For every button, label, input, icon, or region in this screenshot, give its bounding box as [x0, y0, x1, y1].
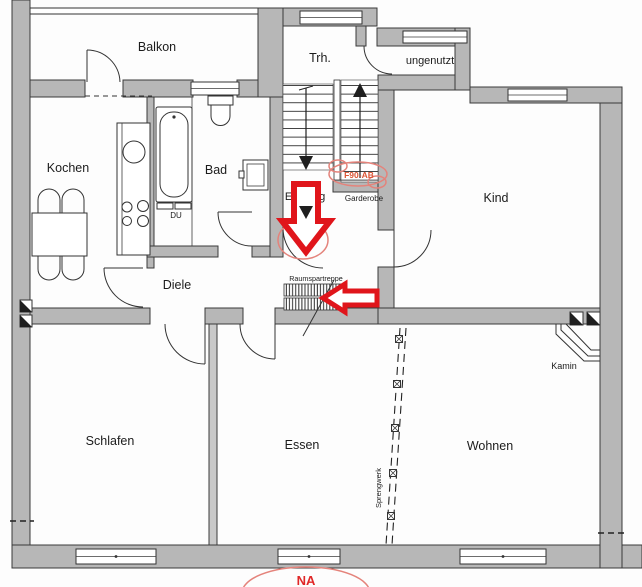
door-ungenutzt: [363, 45, 393, 75]
label-kind: Kind: [483, 191, 508, 205]
windows: [75, 10, 568, 565]
wall-left: [11, 0, 31, 569]
sprengwerk-line: [385, 327, 407, 546]
kitchen-counter: [116, 122, 151, 256]
label-schlafen: Schlafen: [86, 434, 135, 448]
label-kamin: Kamin: [551, 361, 577, 371]
stair-arrow-annotation: [318, 279, 380, 317]
window-wohnen: [459, 548, 547, 565]
stair-arrow-up: [353, 83, 367, 97]
fixtures: [10, 95, 624, 546]
chimney-kamin: [555, 311, 601, 362]
label-dusche: DU: [170, 211, 182, 220]
door-essen: [239, 323, 276, 360]
label-ungenutzt: ungenutzt: [406, 55, 454, 67]
label-essen: Essen: [285, 438, 320, 452]
window-kind: [507, 88, 568, 102]
shower: [156, 97, 193, 246]
kitchen-table: [31, 188, 88, 281]
label-kochen: Kochen: [47, 161, 89, 175]
stairwell-stairs: [282, 79, 379, 219]
balcony-railing: [29, 7, 259, 15]
washbasin: [238, 159, 269, 191]
label-wohnen: Wohnen: [467, 439, 513, 453]
label-sprengwerk: Sprengwerk: [374, 468, 383, 508]
bottom-note-text: NA: [297, 573, 316, 587]
label-garderobe: Garderobe: [345, 194, 384, 203]
red-annotations: F90-AB NA: [242, 159, 388, 587]
fire-rating-cloud: [328, 159, 388, 189]
label-bad: Bad: [205, 163, 227, 177]
label-raumspartreppe: Raumspartreppe: [289, 274, 343, 283]
door-bad: [217, 211, 253, 247]
stove-burners: [121, 200, 149, 227]
stair-arrow-down: [299, 156, 313, 170]
toilet: [207, 95, 234, 126]
walkline-arrow-overlay: [299, 206, 313, 219]
door-kind: [393, 229, 432, 268]
label-balkon: Balkon: [138, 40, 176, 54]
bottom-cloud-annotation: [242, 566, 370, 587]
label-treppenhaus: Trh.: [309, 51, 331, 65]
window-ungenutzt: [402, 30, 468, 44]
door-kochen: [103, 267, 144, 308]
door-entrance: [282, 227, 324, 269]
window-bad: [190, 81, 240, 96]
doors: [86, 45, 432, 365]
wall-right: [599, 86, 623, 569]
window-essen: [277, 548, 341, 565]
sink: [122, 140, 146, 164]
label-diele: Diele: [163, 278, 192, 292]
window-schlafen: [75, 548, 157, 565]
door-schlafen: [164, 323, 206, 365]
bathtub: [155, 106, 193, 203]
door-balkon: [86, 49, 121, 83]
fire-rating-text: F90-AB: [344, 170, 374, 180]
wall-schlafen-essen: [208, 323, 218, 546]
room-labels: Balkon Trh. ungenutzt Kochen Bad DU Eing…: [47, 40, 577, 508]
window-stairwell: [299, 10, 363, 25]
chimney-flues-left: [19, 299, 33, 328]
truss-nodes: [387, 335, 403, 520]
